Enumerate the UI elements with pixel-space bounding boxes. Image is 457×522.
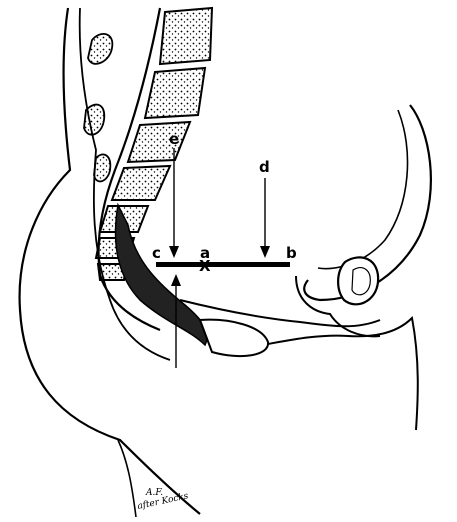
perineal-body — [200, 320, 268, 356]
pubic-bone-inner — [352, 268, 370, 295]
posterior-bone-fragments — [84, 34, 112, 182]
sacral-vertebrae — [96, 8, 212, 280]
label-b: b — [286, 244, 297, 262]
signature-line2: after Kocks — [137, 491, 190, 512]
arrow-up-head — [171, 274, 181, 286]
labia-outline — [268, 318, 418, 430]
arrow-d-head — [260, 246, 270, 258]
thigh-outline — [118, 440, 136, 517]
axis-bar — [156, 262, 290, 267]
label-d: d — [259, 158, 270, 176]
arrow-e-head — [169, 246, 179, 258]
x-mark: X — [199, 257, 211, 275]
label-c: c — [152, 244, 161, 262]
label-e: e — [169, 130, 179, 148]
anterior-abdominal-wall-inner — [318, 110, 408, 269]
